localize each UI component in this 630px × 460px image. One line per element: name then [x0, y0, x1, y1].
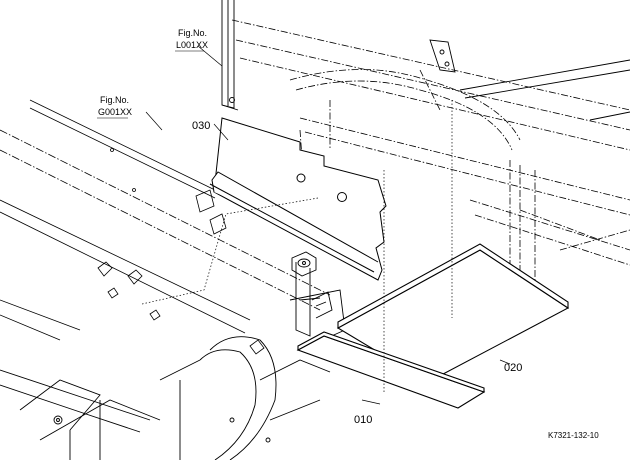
fig-ref-top-line1: Fig.No.: [178, 28, 207, 38]
vertical-post: [221, 0, 239, 111]
fig-ref-left-line1: Fig.No.: [100, 95, 129, 105]
assembly-lines: [141, 100, 453, 392]
leader-lines: [145, 45, 511, 405]
side-member: [0, 99, 331, 341]
support-post: [291, 251, 333, 337]
drawing-code: K7321-132-10: [548, 431, 599, 440]
cargo-bed-frame: [231, 19, 630, 280]
frame-rail: [429, 39, 630, 121]
callout-020: 020: [504, 362, 522, 374]
panel-brackets: [195, 189, 227, 235]
fig-ref-left-line2: G001XX: [98, 107, 132, 117]
fig-ref-top-line2: L001XX: [176, 40, 208, 50]
part-010-strip: [296, 331, 486, 409]
chassis-frame: [0, 289, 346, 460]
callout-010: 010: [354, 414, 372, 426]
part-030-panel: [209, 117, 387, 281]
callout-030: 030: [192, 120, 210, 132]
side-member-brackets: [97, 148, 265, 355]
